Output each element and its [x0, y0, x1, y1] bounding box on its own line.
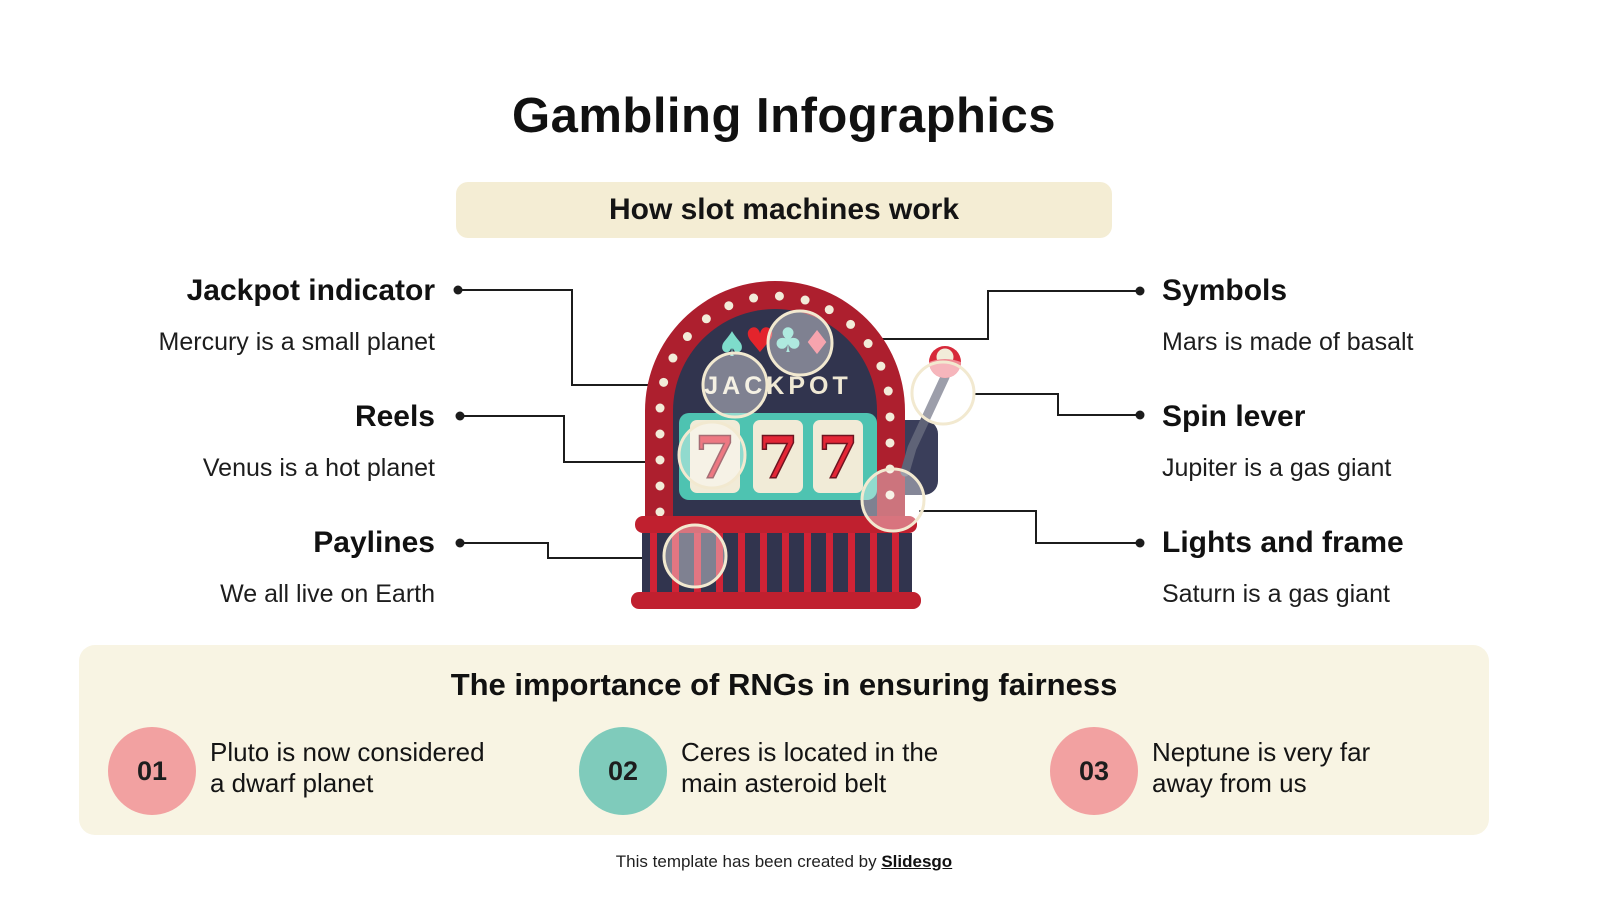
rng-item-line1: Pluto is now considered [210, 737, 485, 767]
rng-item-text: Neptune is very far away from us [1152, 737, 1370, 799]
connector-spin-lever [974, 393, 1140, 416]
reel-window [690, 420, 740, 493]
callout-description: Venus is a hot planet [202, 454, 435, 482]
footer-text: This template has been created by [615, 852, 882, 871]
badge-number: 02 [607, 755, 639, 786]
connector-dot [453, 285, 463, 295]
highlight-reels [677, 420, 747, 490]
subtitle-text: How slot machines work [608, 193, 960, 226]
reel-value: 7 [695, 424, 735, 492]
connector-dot [1135, 410, 1145, 420]
reel-window [753, 420, 803, 493]
badge-number: 03 [1078, 755, 1110, 786]
callout-jackpot-indicator: Jackpot indicator Mercury is a small pla… [159, 272, 435, 357]
rng-item-line1: Ceres is located in the [681, 737, 939, 767]
connector-dot [1135, 538, 1145, 548]
lever-rod [900, 372, 950, 477]
rng-item-number-badge: 03 [1050, 727, 1138, 815]
rng-item-line1: Neptune is very far [1152, 737, 1371, 767]
callout-label: Lights and frame [1162, 526, 1404, 559]
callout-spin-lever: Spin lever Jupiter is a gas giant [1162, 398, 1391, 483]
frame-lights-dots [655, 291, 895, 517]
diamond-icon: ♦ [802, 323, 832, 362]
callout-paylines: Paylines We all live on Earth [220, 524, 435, 609]
jackpot-label: JACKPOT [704, 372, 851, 400]
callout-label: Jackpot indicator [186, 274, 435, 307]
callout-description: Saturn is a gas giant [1162, 580, 1390, 608]
connector-dot [455, 538, 465, 548]
callout-description: Mercury is a small planet [158, 328, 435, 356]
callout-description: Jupiter is a gas giant [1162, 454, 1392, 482]
callout-label: Symbols [1162, 274, 1288, 307]
base-bottom-bar [631, 592, 921, 609]
page-title: Gambling Infographics [511, 89, 1057, 143]
callout-label: Paylines [313, 526, 435, 559]
base-stripes [650, 533, 899, 592]
slidesgo-link[interactable]: Slidesgo [881, 852, 953, 871]
callout-label: Reels [354, 400, 435, 433]
subtitle-banner: How slot machines work [456, 182, 1112, 238]
badge-number: 01 [136, 755, 168, 786]
rng-item-text: Pluto is now considered a dwarf planet [210, 737, 485, 799]
rng-item-number-badge: 01 [108, 727, 196, 815]
rng-heading: The importance of RNGs in ensuring fairn… [450, 667, 1118, 702]
callout-description: We all live on Earth [220, 580, 435, 608]
rng-item-number-badge: 02 [579, 727, 667, 815]
connector-dot [455, 411, 465, 421]
highlight-spin-lever [910, 360, 976, 426]
reel-value: 7 [758, 424, 798, 492]
connector-dot [1135, 286, 1145, 296]
callout-lights-and-frame: Lights and frame Saturn is a gas giant [1162, 524, 1404, 609]
rng-item-line2: a dwarf planet [210, 768, 374, 798]
reel-value: 7 [818, 424, 858, 492]
spade-icon: ♠ [717, 325, 747, 365]
highlight-paylines [662, 523, 728, 589]
callout-description: Mars is made of basalt [1162, 328, 1414, 356]
club-icon: ♣ [773, 321, 803, 361]
rng-item-line2: main asteroid belt [681, 768, 887, 798]
callout-label: Spin lever [1162, 400, 1306, 433]
rng-item-text: Ceres is located in the main asteroid be… [681, 737, 938, 799]
rng-item-line2: away from us [1152, 768, 1307, 798]
highlight-lights-frame [860, 467, 926, 533]
base-striped-section [642, 533, 912, 592]
highlight-symbols [766, 309, 834, 377]
rng-panel [79, 645, 1489, 835]
slot-machine-illustration: ♠ ♥ ♣ ♦ JACKPOT 7 7 7 [631, 281, 976, 609]
callout-reels: Reels Venus is a hot planet [203, 398, 435, 483]
highlight-jackpot [701, 351, 769, 419]
footer-credit: This template has been created by Slides… [0, 852, 1568, 872]
reel-window [813, 420, 863, 493]
base-top-bar [635, 516, 917, 533]
callout-symbols: Symbols Mars is made of basalt [1162, 272, 1414, 357]
